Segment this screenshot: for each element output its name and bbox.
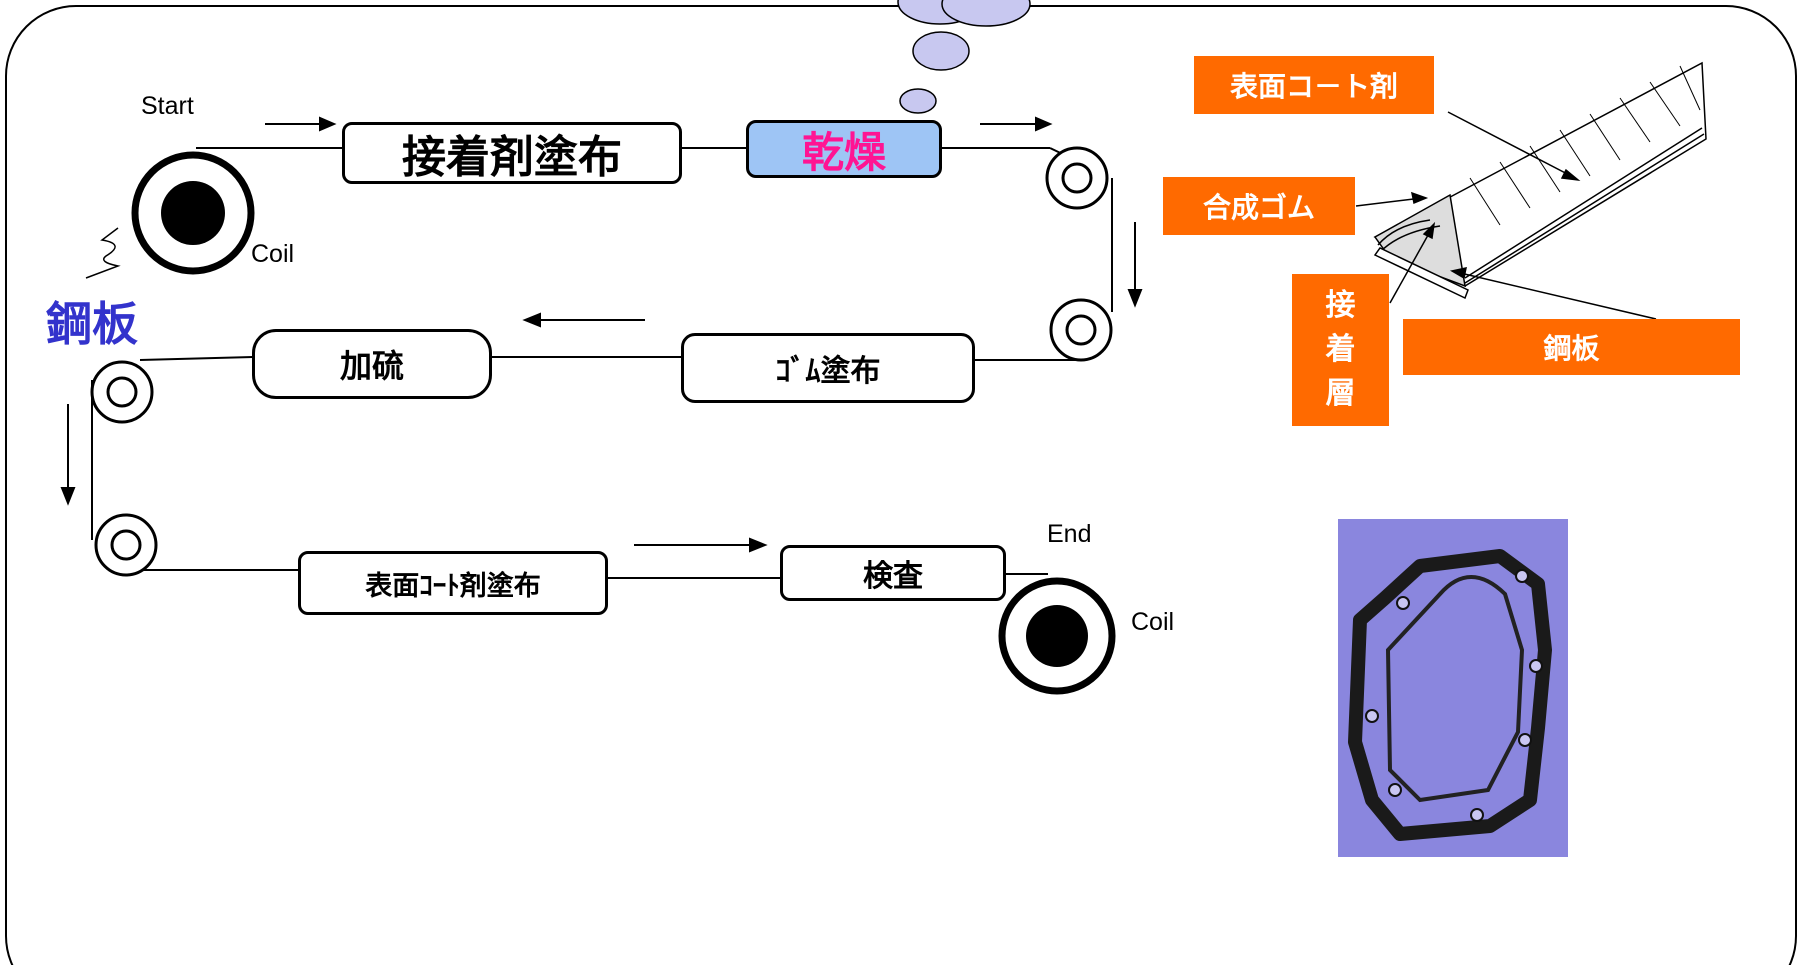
step-inspection: 検査 — [780, 545, 1006, 601]
adhesive-layer-char-1: 接 — [1325, 288, 1356, 323]
step-adhesive-coating: 接着剤塗布 — [342, 122, 682, 184]
step-drying: 乾燥 — [746, 120, 942, 178]
cross-section-illustration — [1373, 61, 1707, 300]
squiggle-pointer — [85, 227, 121, 279]
guide-rollers — [90, 146, 1113, 577]
adhesive-layer-char-3: 層 — [1325, 376, 1356, 411]
step-surface-coat: 表面ｺｰﾄ剤塗布 — [298, 551, 608, 615]
label-steel-plate: 鋼板 — [1403, 319, 1740, 375]
steel-plate-label: 鋼板 — [46, 298, 138, 350]
leader-lines — [1355, 111, 1657, 320]
end-coil — [998, 577, 1116, 695]
label-adhesive-layer: 接 着 層 — [1292, 274, 1389, 426]
flow-arrows — [60, 116, 1143, 553]
end-label: End — [1047, 520, 1092, 548]
step-rubber-coating: ｺﾞﾑ塗布 — [681, 333, 975, 403]
label-surface-coat: 表面コ－ト剤 — [1194, 56, 1434, 114]
step-vulcanization: 加硫 — [252, 329, 492, 399]
start-label: Start — [141, 92, 194, 120]
end-coil-label: Coil — [1131, 608, 1175, 636]
gasket-photo — [1338, 519, 1568, 857]
start-coil-label: Coil — [251, 240, 295, 268]
label-synthetic-rubber: 合成ゴム — [1163, 177, 1355, 235]
adhesive-layer-char-2: 着 — [1325, 332, 1356, 367]
start-coil — [131, 151, 255, 275]
